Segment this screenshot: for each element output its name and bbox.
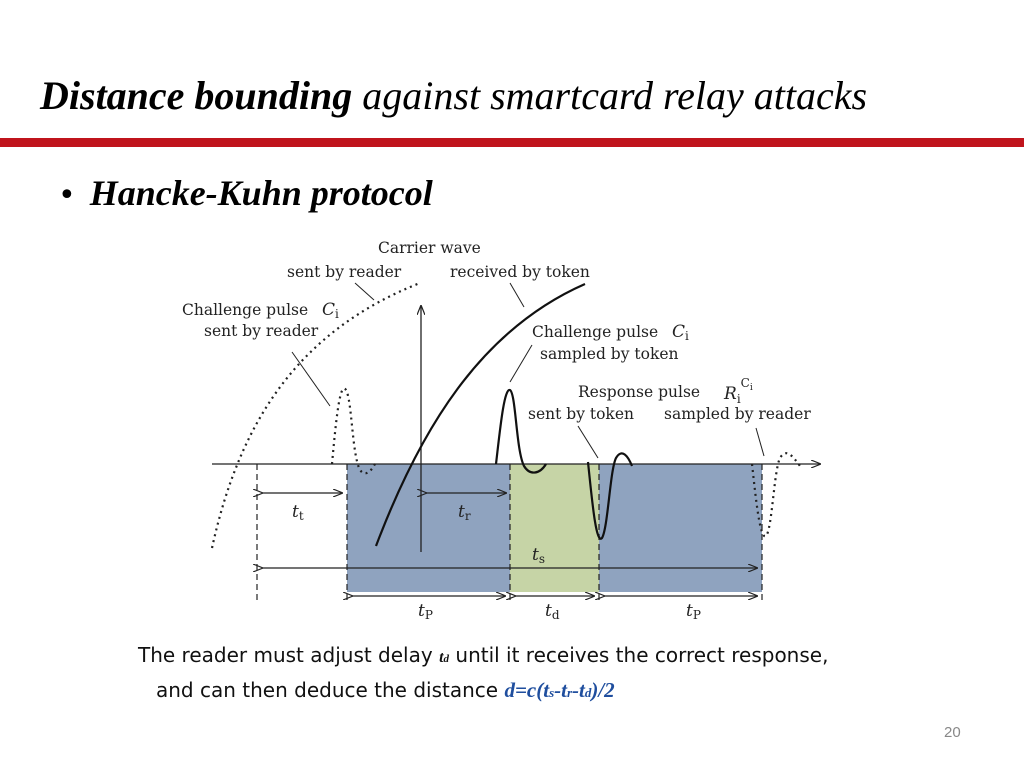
bullet-text: Hancke-Kuhn protocol: [89, 173, 433, 213]
caption-line1-a: The reader must adjust delay: [138, 643, 440, 667]
label-tp-right: tP: [686, 601, 701, 622]
interval-arrows: [262, 493, 757, 596]
bullet-item: • Hancke-Kuhn protocol: [58, 172, 433, 214]
protocol-timing-diagram: Carrier wave sent by reader received by …: [182, 239, 1024, 622]
label-ts: ts: [532, 545, 545, 566]
label-ci-2: Ci: [672, 322, 689, 343]
caption: The reader must adjust delay td until it…: [138, 640, 948, 708]
carrier-wave-token: [374, 282, 586, 547]
slide-title: Distance bounding against smartcard rela…: [40, 72, 867, 119]
label-response-pulse: Response pulse: [578, 383, 700, 401]
label-tt: tt: [292, 502, 304, 523]
challenge-pulse-token: [494, 388, 547, 474]
label-challenge-sent-by-reader: sent by reader: [204, 322, 319, 340]
response-pulse-token: [586, 452, 634, 540]
title-divider: [0, 138, 1024, 147]
label-sampled-by-reader: sampled by reader: [664, 405, 811, 423]
label-td: td: [545, 601, 560, 622]
bullet-dot-icon: •: [58, 178, 76, 213]
label-tr: tr: [458, 502, 471, 523]
label-carrier-sent-by-reader: sent by reader: [287, 263, 402, 281]
caption-line2: and can then deduce the distance d=c(ts-…: [138, 675, 948, 708]
label-sent-by-token: sent by token: [528, 405, 634, 423]
page-number: 20: [944, 724, 961, 741]
label-carrier-wave: Carrier wave: [378, 239, 481, 257]
caption-td: td: [439, 649, 450, 666]
caption-line1-b: until it receives the correct response,: [449, 643, 829, 667]
slide-title-bold: Distance bounding: [40, 73, 353, 118]
label-challenge-pulse-2: Challenge pulse: [532, 323, 658, 341]
label-sampled-by-token: sampled by token: [540, 345, 679, 363]
label-ri: RiCi: [723, 376, 753, 406]
leader-lines: [291, 282, 765, 459]
response-sampled-reader: [750, 452, 801, 538]
label-ci: Ci: [322, 300, 339, 321]
label-received-by-token: received by token: [450, 263, 590, 281]
tp-region-right: [599, 464, 762, 592]
slide-title-rest: against smartcard relay attacks: [352, 73, 868, 118]
label-tp-left: tP: [418, 601, 433, 622]
caption-line2-a: and can then deduce the distance: [156, 678, 505, 702]
tp-region-left: [347, 464, 510, 592]
distance-formula: d=c(ts-tr-td)/2: [504, 678, 615, 702]
td-region: [510, 464, 599, 592]
time-markers: [256, 464, 763, 600]
label-challenge-pulse: Challenge pulse: [182, 301, 308, 319]
challenge-pulse-reader: [330, 387, 377, 475]
